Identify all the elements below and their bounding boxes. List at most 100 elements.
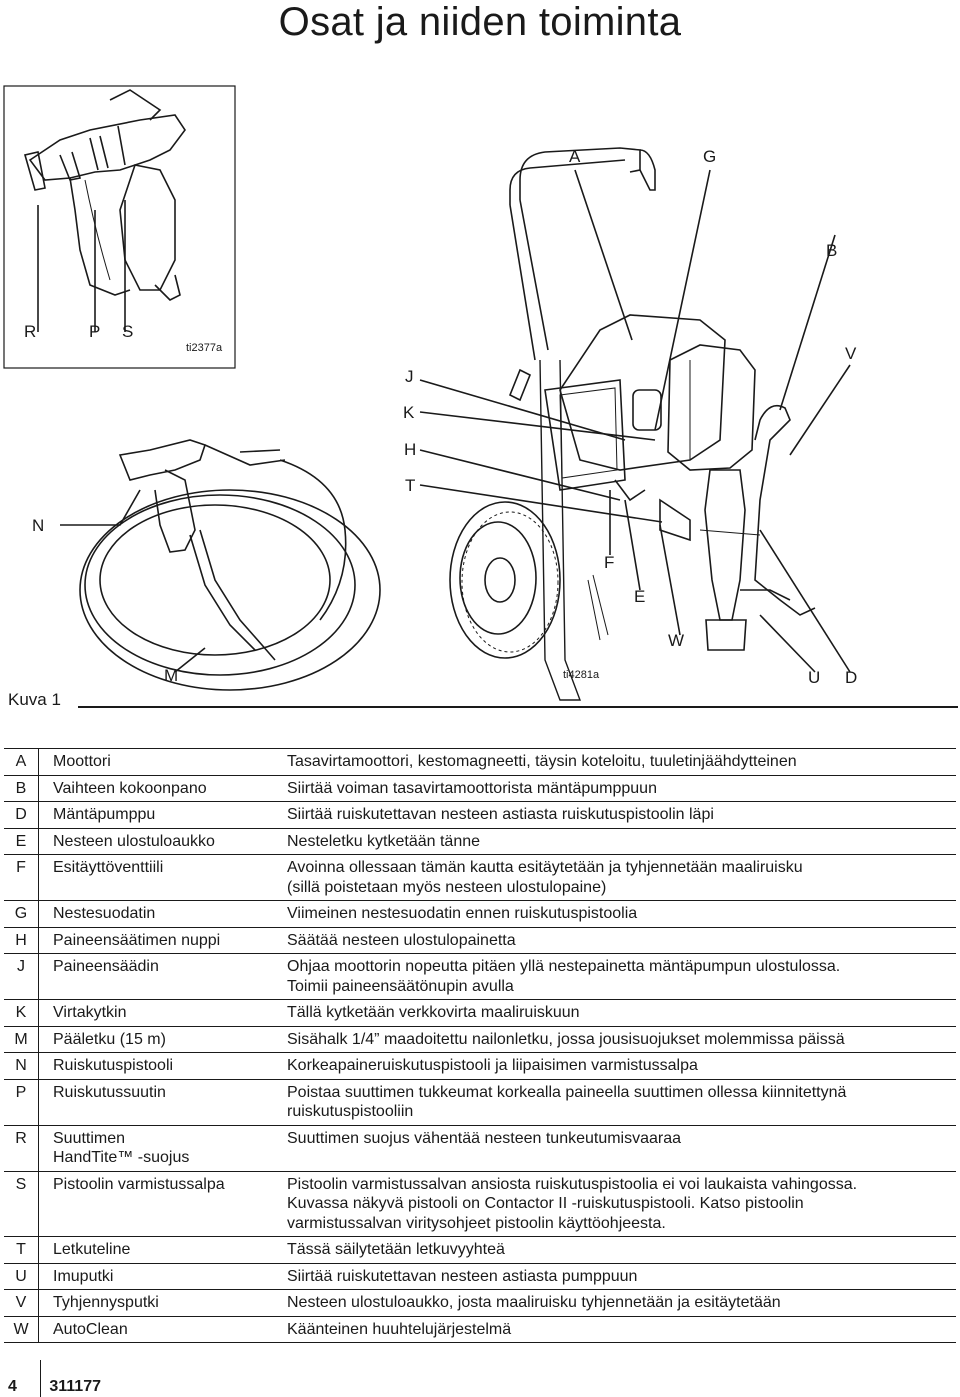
part-name: Letkuteline [53,1241,131,1258]
parts-row: A Moottori Tasavirtamoottori, kestomagneet… [4,748,956,776]
gun-inset-frame [3,85,236,369]
part-name: AutoClean [53,1320,128,1338]
part-key: E [4,827,39,855]
part-key: S [4,1170,39,1237]
part-description: ruiskutuspistooliin [287,1103,414,1120]
label-G: G [703,147,717,166]
part-description: Siirtää voiman tasavirtamoottorista mänt… [287,779,657,797]
part-name: Virtakytkin [53,1004,127,1021]
part-description-cell: Nesteletku kytketään tänne [283,827,956,855]
part-description-cell: Poistaa suuttimen tukkeumat korkealla pa… [283,1078,956,1126]
part-key: G [4,900,39,928]
part-key: W [4,1315,39,1343]
part-name-cell: Ruiskutuspistooli [38,1052,283,1080]
part-name-cell: Letkuteline [38,1236,283,1264]
part-description: Siirtää ruiskutettavan nesteen astiasta … [287,1267,638,1285]
part-description: Kuvassa näkyvä pistooli on Contactor II … [287,1195,804,1212]
part-description: Tasavirtamoottori, kestomagneetti, täysi… [287,753,797,770]
part-name-cell: Esitäyttöventtiili [38,854,283,901]
part-name: Mäntäpumppu [53,806,156,823]
part-key: J [4,953,39,1000]
label-U: U [808,668,821,687]
part-key: B [4,774,39,802]
part-description: Sisähalk 1/4” maadoitettu nailonletku, j… [287,1030,845,1048]
label-S: S [122,322,134,341]
part-name: Paineensäädin [53,958,159,975]
gun-inset-ref: ti2377a [186,342,223,354]
part-description: Korkeapaineruiskutuspistooli ja liipaisi… [287,1057,698,1074]
part-description-cell: Tällä kytketään verkkovirta maaliruiskuu… [283,999,956,1027]
doc-number: 311177 [49,1378,101,1395]
parts-row: W AutoClean Käänteinen huuhtelujärjestelmä [4,1315,956,1343]
spray-gun-icon [23,89,186,301]
part-description-cell: Tässä säilytetään letkuvyyhteä [283,1236,956,1264]
part-key: R [4,1124,39,1172]
part-key: M [4,1025,39,1053]
part-description-cell: Pistoolin varmistussalvan ansiosta ruisk… [283,1170,956,1237]
label-E: E [634,587,646,606]
part-key: V [4,1289,39,1317]
label-F: F [604,553,615,572]
part-name: Suuttimen [53,1129,126,1147]
part-description: varmistussalvan viritysohjeet pistoolin … [287,1214,666,1232]
part-description: Siirtää ruiskutettavan nesteen astiasta … [287,806,714,823]
label-H: H [404,440,417,459]
part-description: Tässä säilytetään letkuvyyhteä [287,1241,505,1258]
page-title: Osat ja niiden toiminta [278,0,682,44]
part-description: Suuttimen suojus vähentää nesteen tunkeu… [287,1129,682,1147]
part-description: Tällä kytketään verkkovirta maaliruiskuu… [287,1004,580,1021]
part-name: Vaihteen kokoonpano [53,779,207,797]
part-description: Käänteinen huuhtelujärjestelmä [287,1320,512,1338]
label-J: J [405,367,414,386]
label-K: K [403,403,415,422]
part-description-cell: Avoinna ollessaan tämän kautta esitäytet… [283,854,956,901]
page-footer: 4 311177 [8,1378,129,1396]
sprayer-figure: R P S ti2377a A G B V J K H T N F E W M … [0,60,960,720]
label-T: T [405,476,416,495]
part-description-cell: Tasavirtamoottori, kestomagneetti, täysi… [283,748,956,776]
part-name-cell: Mäntäpumppu [38,801,283,829]
footer-divider [40,1360,41,1397]
page-number: 4 [8,1378,17,1395]
part-description: (sillä poistetaan myös nesteen ulostulop… [287,878,607,896]
part-description: Nesteen ulostuloaukko, josta maaliruisku… [287,1294,781,1311]
label-D: D [845,668,858,687]
part-name: Moottori [53,753,111,770]
part-description-cell: Sisähalk 1/4” maadoitettu nailonletku, j… [283,1025,956,1053]
part-description: Säätää nesteen ulostulopainetta [287,931,516,949]
part-description: Avoinna ollessaan tämän kautta esitäytet… [287,859,803,876]
part-name-cell: Paineensäätimen nuppi [38,926,283,954]
label-B: B [826,241,838,260]
hose-gun-icon [79,439,381,691]
figure-caption: Kuva 1 [8,690,61,709]
part-key: T [4,1236,39,1264]
part-name-cell: Ruiskutussuutin [38,1078,283,1126]
part-description-cell: Viimeinen nestesuodatin ennen ruiskutusp… [283,900,956,928]
part-key: A [4,748,39,776]
part-key: U [4,1262,39,1290]
part-description: Poistaa suuttimen tukkeumat korkealla pa… [287,1083,847,1101]
part-key: D [4,801,39,829]
part-description-cell: Siirtää ruiskutettavan nesteen astiasta … [283,801,956,829]
part-name-cell: AutoClean [38,1315,283,1343]
label-N: N [32,516,45,535]
part-description-cell: Suuttimen suojus vähentää nesteen tunkeu… [283,1124,956,1172]
part-description: Toimii paineensäätönupin avulla [287,977,514,995]
part-key: P [4,1078,39,1126]
part-name-cell: Virtakytkin [38,999,283,1027]
part-name-cell: Paineensäädin [38,953,283,1000]
part-description: Nesteletku kytketään tänne [287,832,481,850]
part-name: Ruiskutuspistooli [53,1057,174,1074]
part-name-cell: Nesteen ulostuloaukko [38,827,283,855]
label-V: V [845,344,857,363]
part-description-cell: Siirtää ruiskutettavan nesteen astiasta … [283,1262,956,1290]
parts-row: D Mäntäpumppu Siirtää ruiskutettavan neste… [4,801,956,829]
